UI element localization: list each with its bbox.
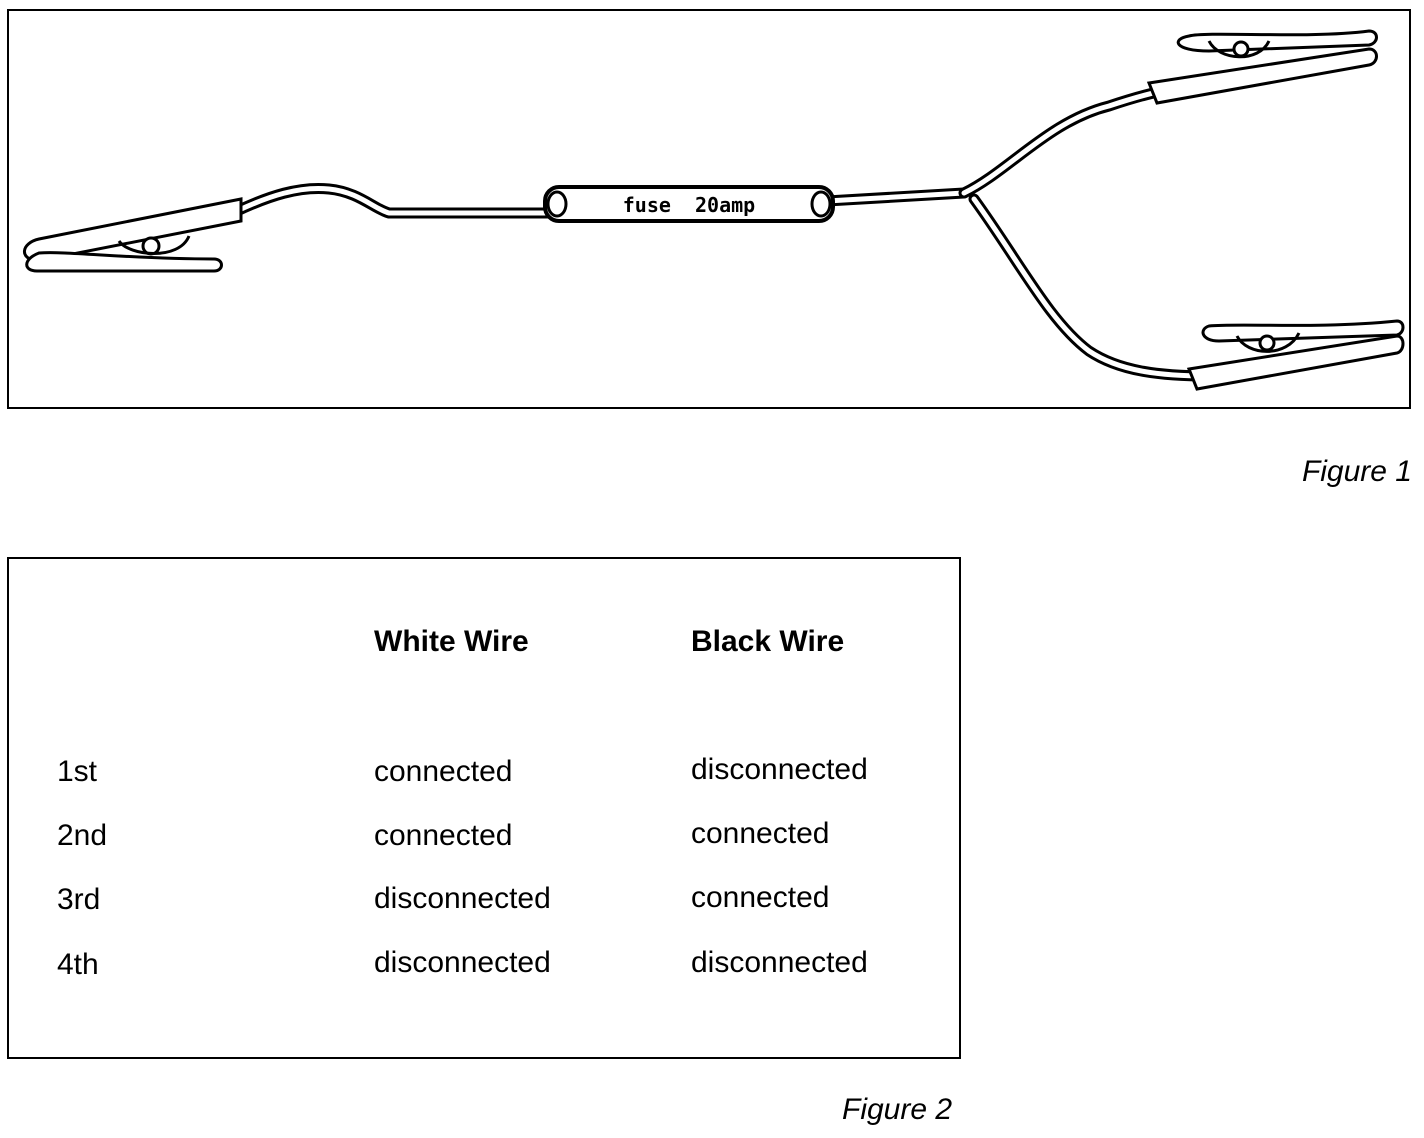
black-wire-cell: connected [691, 881, 830, 914]
fuse-label: fuse 20amp [623, 193, 755, 217]
black-wire-cell: disconnected [691, 946, 868, 979]
row-label: 2nd [57, 819, 108, 852]
left-alligator-clip [23, 197, 243, 273]
fuse-holder: fuse 20amp [543, 185, 835, 223]
row-label: 1st [57, 755, 98, 788]
y-cable-drawing: fuse 20amp [23, 29, 1405, 391]
row-label: 3rd [57, 883, 101, 916]
white-wire-cell: disconnected [374, 946, 551, 979]
figure-2-caption: Figure 2 [842, 1093, 953, 1126]
black-wire-cell: connected [691, 817, 830, 850]
upper-right-alligator-clip [1146, 29, 1378, 105]
column-header-white-wire: White Wire [374, 625, 529, 658]
figure-1-caption: Figure 1 [1301, 455, 1412, 488]
black-wire-cell: disconnected [691, 753, 868, 786]
column-header-black-wire: Black Wire [691, 625, 845, 658]
figure-2-table: White Wire Black Wire 1st connected disc… [7, 557, 961, 1059]
lower-branch-wire [968, 193, 1215, 382]
lower-right-alligator-clip [1186, 319, 1405, 391]
white-wire-cell: connected [374, 755, 513, 788]
upper-branch-wire [958, 83, 1180, 199]
white-wire-cell: disconnected [374, 882, 551, 915]
row-label: 4th [57, 948, 99, 981]
figure-1-frame: fuse 20amp [7, 9, 1411, 409]
white-wire-cell: connected [374, 819, 513, 852]
